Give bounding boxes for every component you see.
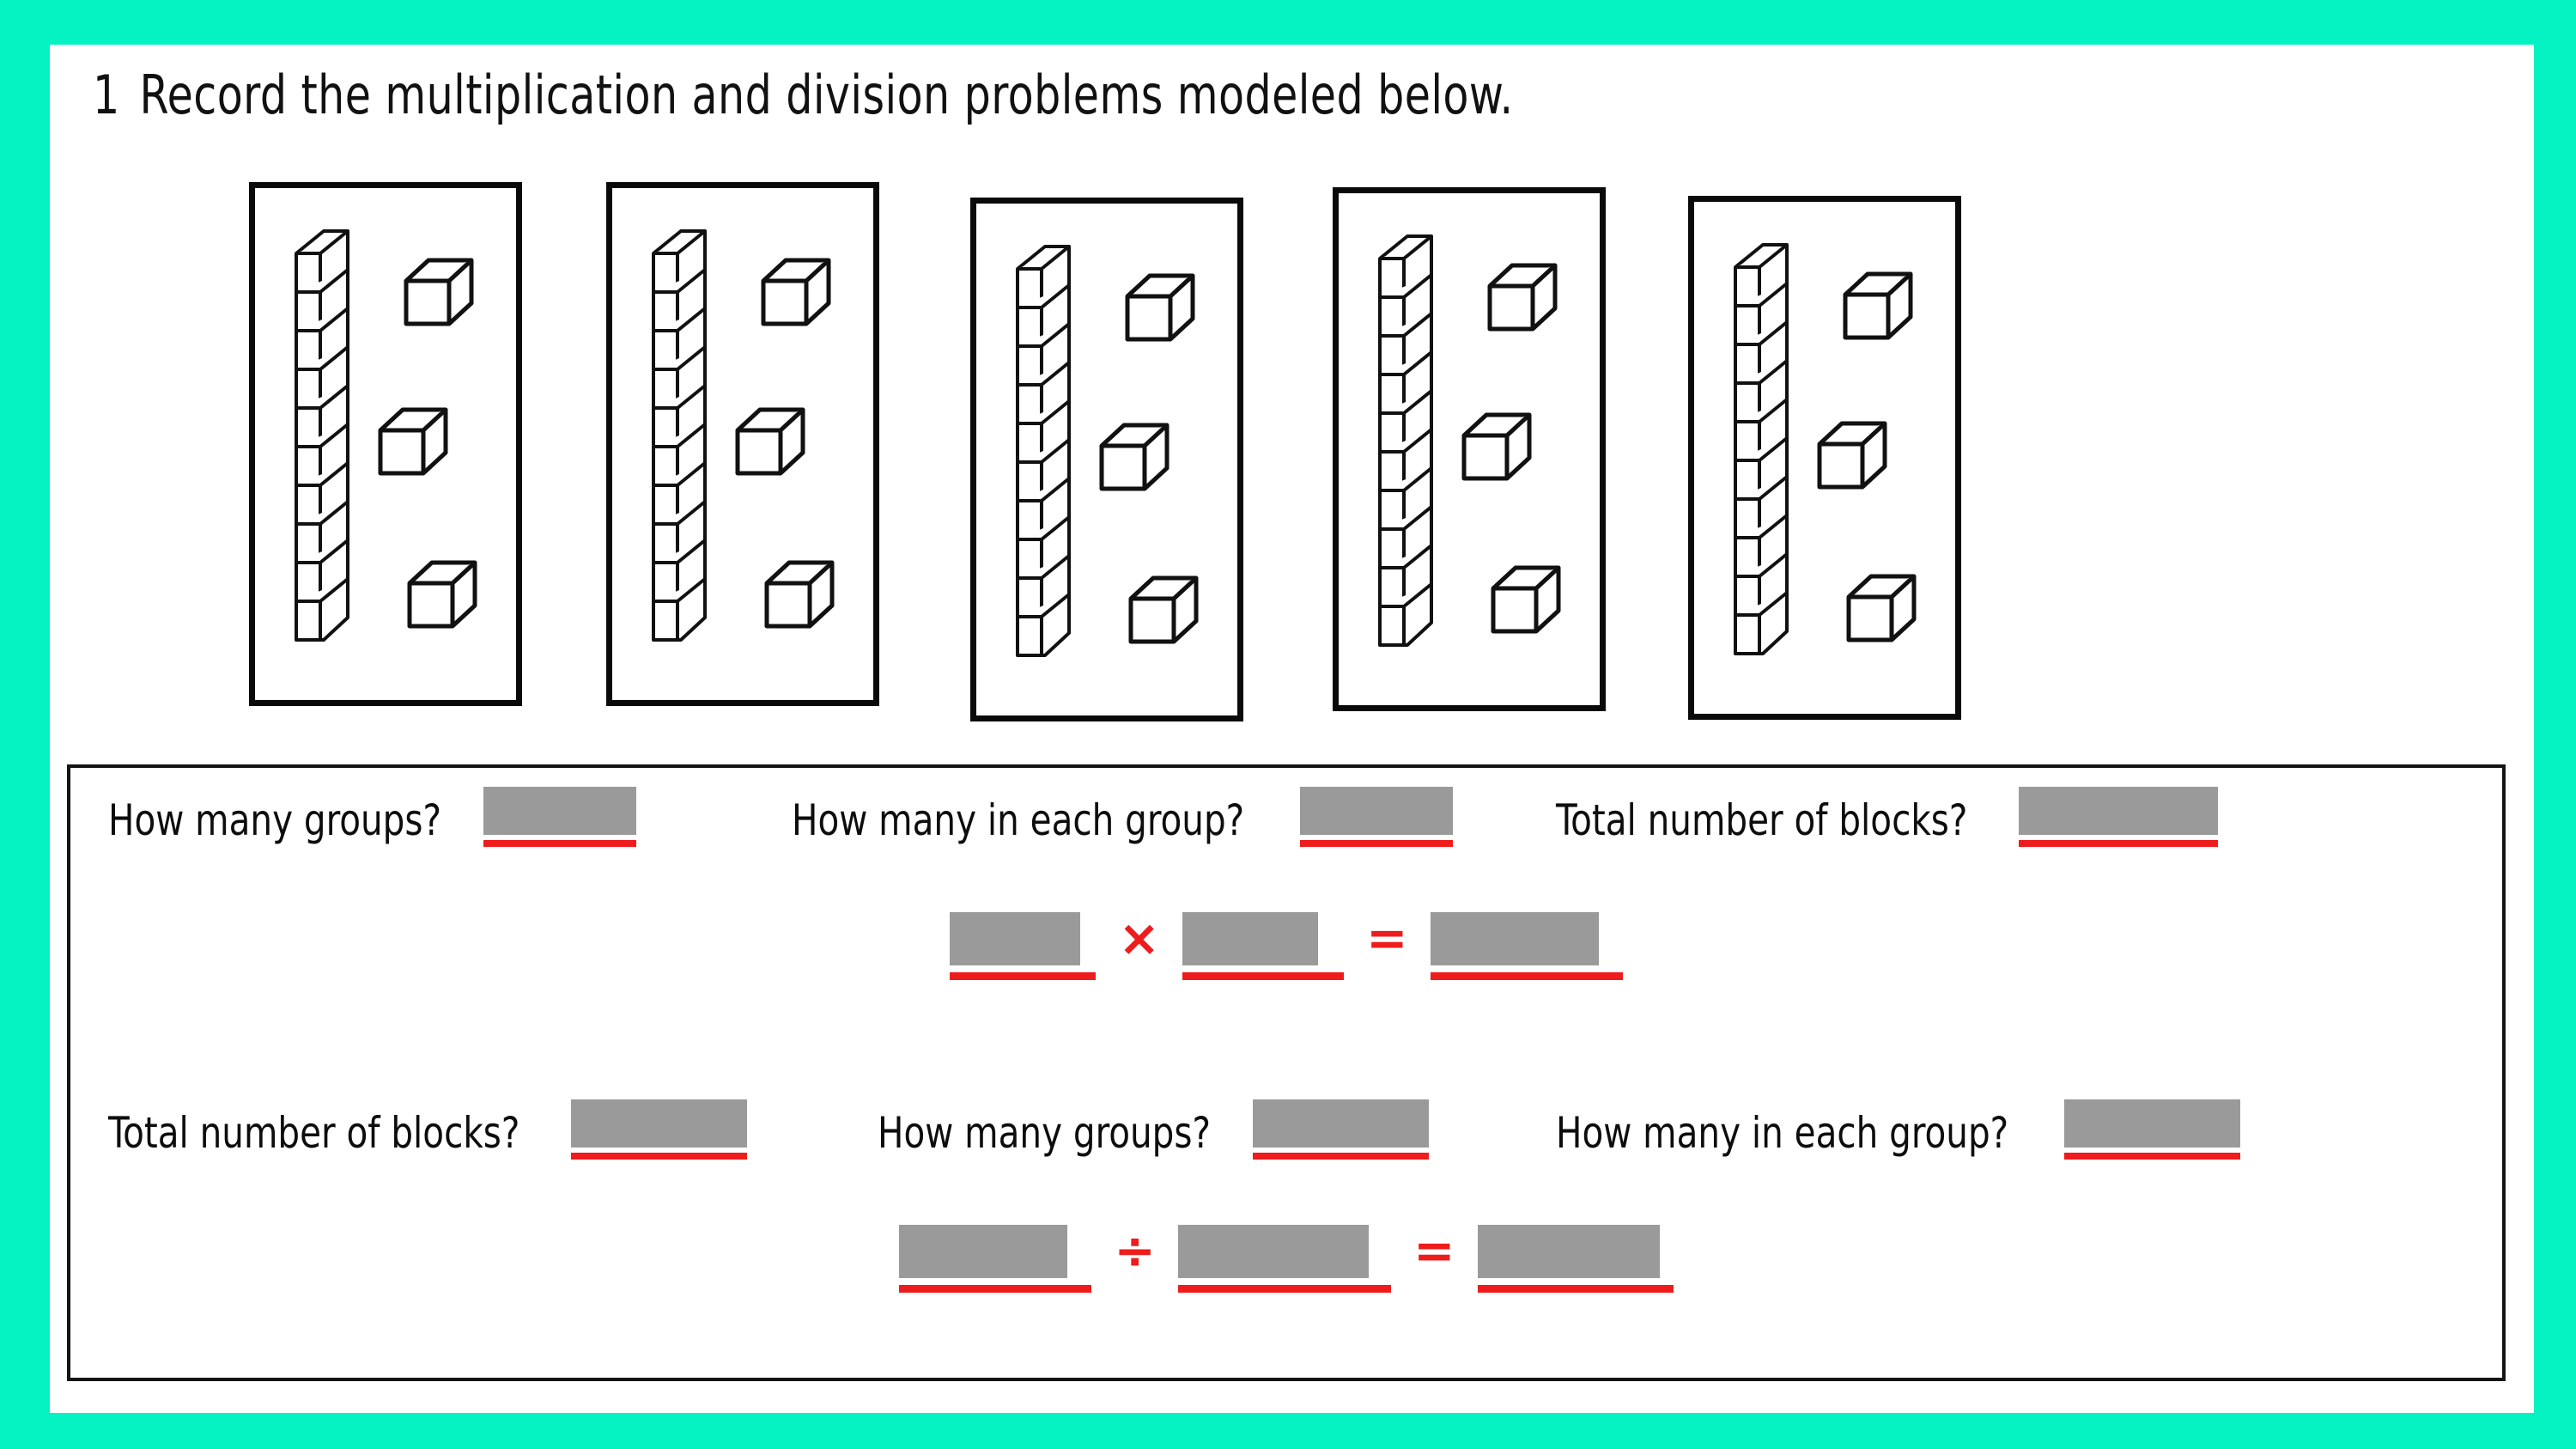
answer-blank-groups[interactable] xyxy=(1253,1099,1430,1160)
redaction-fill xyxy=(570,1099,747,1148)
answer-rule xyxy=(2018,840,2218,847)
redaction-fill xyxy=(483,787,637,835)
problem-number: 1 xyxy=(93,64,120,126)
answer-rule xyxy=(1430,972,1623,980)
question-total-number-of-blocks: Total number of blocks? xyxy=(108,1099,747,1160)
base-ten-model-groups xyxy=(50,182,2534,721)
question-how-many-groups: How many groups? xyxy=(878,1099,1430,1160)
answer-rule xyxy=(570,1153,747,1160)
answer-rule xyxy=(1299,840,1453,847)
ten-rod-icon xyxy=(1378,234,1433,647)
question-label: How many groups? xyxy=(878,1108,1211,1158)
redaction-fill xyxy=(899,1225,1068,1278)
redaction-fill xyxy=(1477,1225,1660,1278)
question-label: Total number of blocks? xyxy=(108,1108,520,1158)
ten-rod-icon xyxy=(652,229,707,642)
unit-cube-icon xyxy=(1846,574,1917,642)
unit-cube-icon xyxy=(404,258,474,326)
redaction-fill xyxy=(1253,1099,1430,1148)
unit-cube-icon xyxy=(378,407,448,476)
answer-panel: How many groups? How many in each group?… xyxy=(67,764,2506,1381)
answer-rule xyxy=(483,840,637,847)
ten-rod-icon xyxy=(1734,243,1789,655)
question-label: Total number of blocks? xyxy=(1556,795,1968,845)
multiplication-equation: × = xyxy=(70,912,2502,980)
unit-cube-icon xyxy=(1461,412,1532,481)
divide-operator: ÷ xyxy=(1114,1221,1156,1280)
page-title: 1 Record the multiplication and division … xyxy=(93,64,1514,126)
group-box-2 xyxy=(606,182,879,706)
equation-blank-factor1[interactable] xyxy=(950,912,1097,980)
unit-cube-icon xyxy=(761,258,831,326)
redaction-fill xyxy=(1178,1225,1369,1278)
unit-cube-icon xyxy=(1125,273,1195,342)
answer-rule xyxy=(1182,972,1344,980)
redaction-fill xyxy=(1430,912,1599,965)
unit-cube-icon xyxy=(1817,421,1887,490)
answer-blank-groups[interactable] xyxy=(483,787,637,847)
redaction-fill xyxy=(950,912,1081,965)
question-label: How many groups? xyxy=(108,795,441,845)
ten-rod-icon xyxy=(295,229,349,642)
multiply-operator: × xyxy=(1118,909,1160,967)
division-equation: ÷ = xyxy=(70,1225,2502,1293)
answer-rule xyxy=(1253,1153,1430,1160)
equation-blank-product[interactable] xyxy=(1430,912,1623,980)
answer-rule xyxy=(1178,1285,1391,1293)
page-title-text: Record the multiplication and division p… xyxy=(139,64,1514,126)
question-label: How many in each group? xyxy=(792,795,1245,845)
unit-cube-icon xyxy=(764,560,835,629)
equals-operator: = xyxy=(1413,1221,1455,1280)
division-question-row: Total number of blocks? How many groups?… xyxy=(70,1099,2502,1182)
answer-blank-total[interactable] xyxy=(570,1099,747,1160)
redaction-fill xyxy=(1299,787,1453,835)
unit-cube-icon xyxy=(1487,263,1558,332)
question-how-many-in-each-group: How many in each group? xyxy=(1556,1099,2240,1160)
group-box-5 xyxy=(1688,196,1961,720)
unit-cube-icon xyxy=(1099,423,1170,491)
answer-blank-each-group[interactable] xyxy=(2063,1099,2240,1160)
question-how-many-in-each-group: How many in each group? xyxy=(792,787,1453,847)
answer-rule xyxy=(899,1285,1092,1293)
group-box-1 xyxy=(249,182,522,706)
worksheet-page: 1 Record the multiplication and division … xyxy=(50,45,2534,1413)
question-how-many-groups: How many groups? xyxy=(108,787,637,847)
unit-cube-icon xyxy=(407,560,477,629)
redaction-fill xyxy=(1182,912,1318,965)
answer-blank-total[interactable] xyxy=(2018,787,2218,847)
redaction-fill xyxy=(2018,787,2218,835)
answer-rule xyxy=(950,972,1097,980)
equation-blank-factor2[interactable] xyxy=(1182,912,1344,980)
equation-blank-dividend[interactable] xyxy=(899,1225,1092,1293)
question-total-number-of-blocks: Total number of blocks? xyxy=(1556,787,2218,847)
equals-operator: = xyxy=(1366,909,1408,967)
answer-rule xyxy=(1477,1285,1674,1293)
unit-cube-icon xyxy=(1843,271,1913,340)
unit-cube-icon xyxy=(1128,575,1199,644)
group-box-4 xyxy=(1333,187,1606,711)
redaction-fill xyxy=(2063,1099,2240,1148)
ten-rod-icon xyxy=(1016,245,1071,657)
answer-rule xyxy=(2063,1153,2240,1160)
unit-cube-icon xyxy=(1491,565,1561,634)
answer-blank-each-group[interactable] xyxy=(1299,787,1453,847)
question-label: How many in each group? xyxy=(1556,1108,2009,1158)
equation-blank-quotient[interactable] xyxy=(1477,1225,1674,1293)
group-box-3 xyxy=(970,198,1243,721)
multiplication-question-row: How many groups? How many in each group?… xyxy=(70,787,2502,869)
unit-cube-icon xyxy=(735,407,805,476)
equation-blank-divisor[interactable] xyxy=(1178,1225,1391,1293)
